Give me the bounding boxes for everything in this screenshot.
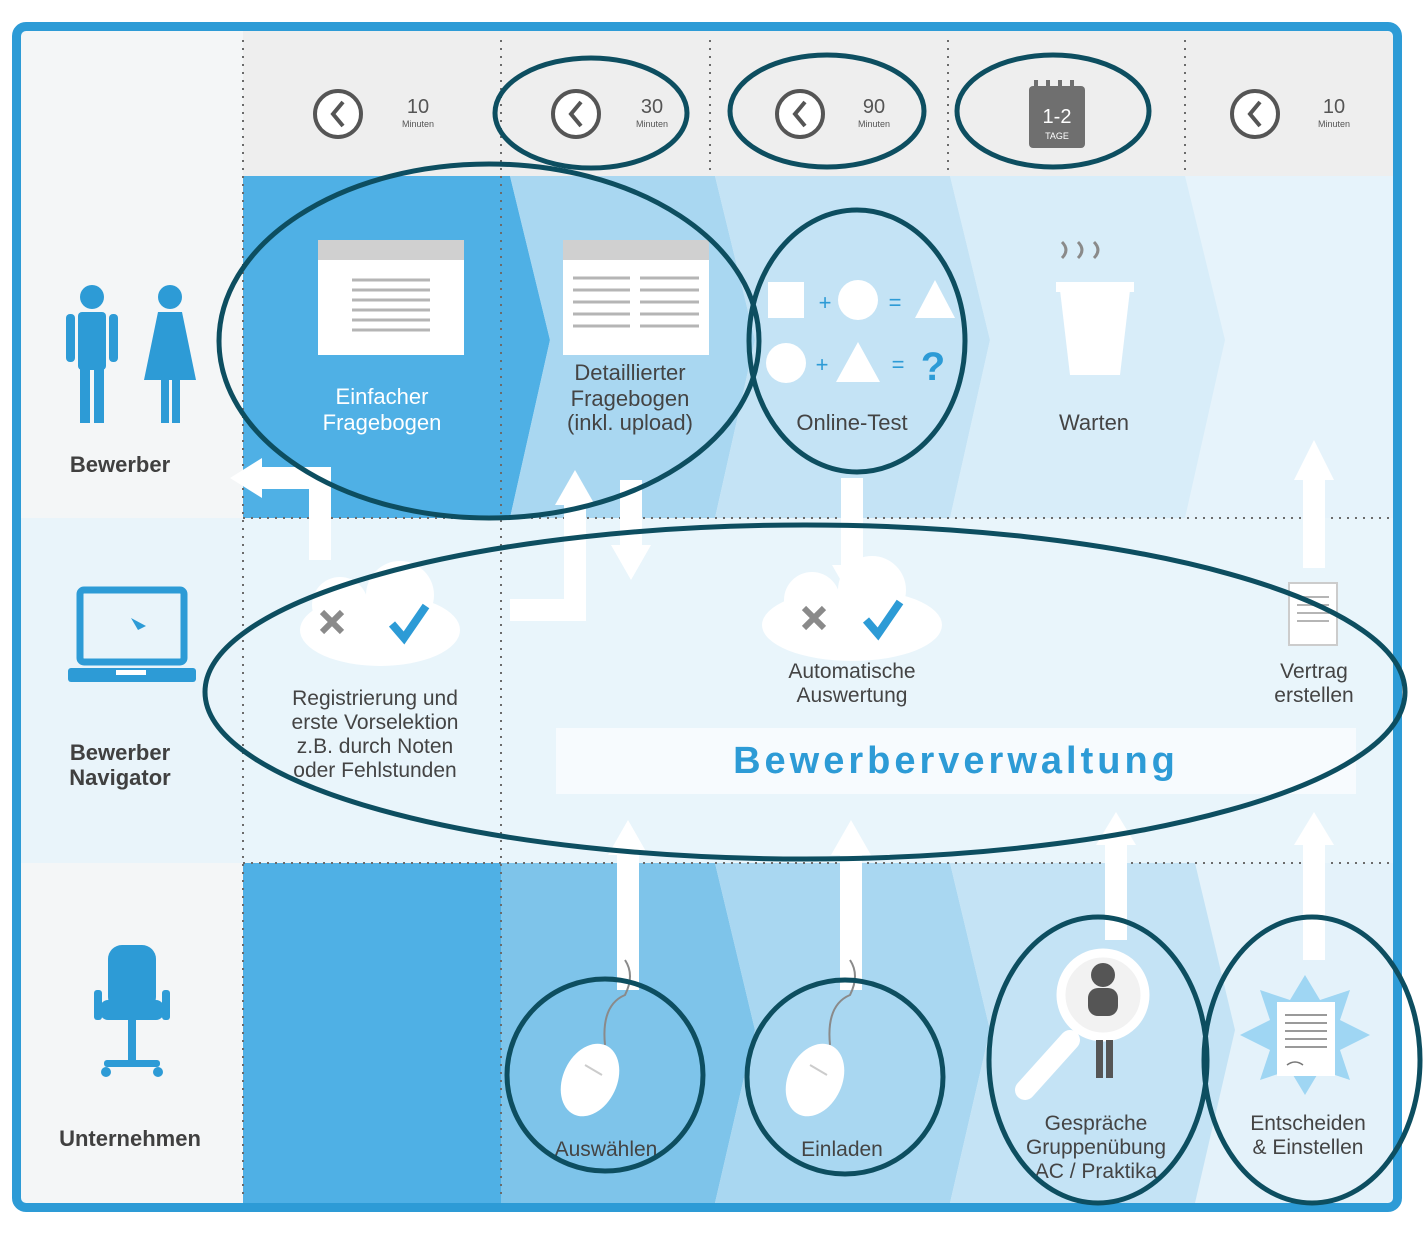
banner-bg xyxy=(556,728,1356,794)
simple-form-icon xyxy=(318,240,464,355)
navigator-role-bg xyxy=(21,518,243,863)
highlight-ellipse-online-test xyxy=(746,207,968,475)
clock-icon xyxy=(313,89,363,139)
duration-1-value: 10 xyxy=(407,96,429,118)
coffee-cup-icon xyxy=(1056,240,1134,375)
magnifier-person-icon xyxy=(1015,948,1150,1100)
duration-5: 10 Minuten xyxy=(1230,89,1350,139)
step-wait-label: Warten xyxy=(1059,410,1129,435)
highlight-ellipse-90min xyxy=(727,52,927,170)
duration-3: 90 Minuten xyxy=(775,89,890,139)
step-contract-label-2: erstellen xyxy=(1274,684,1353,707)
calendar-icon xyxy=(1029,80,1085,148)
step-auto-eval-label-1: Automatische xyxy=(788,660,915,683)
step-registration-label-1: Registrierung und xyxy=(292,687,458,710)
office-chair-icon xyxy=(94,945,170,1077)
duration-5-value: 10 xyxy=(1323,96,1345,118)
duration-4-unit: TAGE xyxy=(1045,131,1069,141)
clock-icon xyxy=(775,89,825,139)
duration-4-value: 1-2 xyxy=(1043,106,1072,128)
duration-3-unit: Minuten xyxy=(858,119,890,129)
duration-4: 1-2 TAGE xyxy=(1029,80,1085,148)
contract-document-icon xyxy=(1288,582,1338,646)
duration-2-value: 30 xyxy=(641,96,663,118)
clock-icon xyxy=(1230,89,1280,139)
duration-2: 30 Minuten xyxy=(551,89,668,139)
step-detailed-form-label-2: Fragebogen xyxy=(571,386,690,411)
cloud-icon xyxy=(300,561,460,666)
role-applicant-label: Bewerber xyxy=(70,452,171,477)
banner-title: Bewerberverwaltung xyxy=(733,740,1179,782)
step-online-test-label: Online-Test xyxy=(796,410,907,435)
clock-icon xyxy=(551,89,601,139)
applicant-step3-bg xyxy=(715,176,990,518)
detailed-form-icon xyxy=(563,240,709,355)
laptop-icon xyxy=(68,586,196,682)
duration-2-unit: Minuten xyxy=(636,119,668,129)
step-registration-label-4: oder Fehlstunden xyxy=(293,759,456,782)
step-detailed-form-label-1: Detaillierter xyxy=(574,360,685,385)
step-registration-label-2: erste Vorselektion xyxy=(292,711,459,734)
step-invite-label: Einladen xyxy=(801,1138,883,1161)
duration-3-value: 90 xyxy=(863,96,885,118)
highlight-ellipse-interviews xyxy=(986,914,1210,1206)
highlight-ellipse-navigator xyxy=(202,522,1408,862)
step-simple-form-label-2: Fragebogen xyxy=(323,410,442,435)
step-detailed-form-label-3: (inkl. upload) xyxy=(567,410,693,435)
step-contract-label-1: Vertrag xyxy=(1280,660,1348,683)
company-step3-bg xyxy=(715,863,990,1203)
svg-text:?: ? xyxy=(921,345,945,389)
highlight-ellipse-select xyxy=(504,976,706,1174)
duration-1: 10 Minuten xyxy=(313,89,434,139)
highlight-annotations xyxy=(202,52,1423,1206)
step-interviews-label-1: Gespräche xyxy=(1045,1112,1148,1135)
mouse-icon xyxy=(785,959,856,1117)
online-test-icon: + = + = ? xyxy=(766,280,955,389)
duration-5-unit: Minuten xyxy=(1318,119,1350,129)
cloud-icon xyxy=(762,556,942,661)
step-simple-form-label-1: Einfacher xyxy=(336,384,429,409)
duration-1-unit: Minuten xyxy=(402,119,434,129)
role-navigator-label-2: Navigator xyxy=(69,765,171,790)
role-company-label: Unternehmen xyxy=(59,1126,201,1151)
step-decide-label-1: Entscheiden xyxy=(1250,1112,1366,1135)
highlight-ellipse-forms xyxy=(216,161,762,521)
company-step1-bg xyxy=(243,863,501,1203)
step-select-label: Auswählen xyxy=(555,1138,658,1161)
svg-text:+: + xyxy=(816,352,829,377)
svg-text:=: = xyxy=(892,352,905,377)
step-auto-eval-label-2: Auswertung xyxy=(797,684,908,707)
mouse-icon xyxy=(560,959,631,1117)
grid-lines xyxy=(242,40,1393,1200)
step-interviews-label-2: Gruppenübung xyxy=(1026,1136,1166,1159)
role-navigator-label-1: Bewerber xyxy=(70,740,171,765)
duration-row-bg xyxy=(21,31,1393,176)
step-registration-label-3: z.B. durch Noten xyxy=(297,735,453,758)
highlight-ellipse-30min xyxy=(492,55,690,171)
highlight-ellipse-1-2-days xyxy=(954,52,1152,170)
step-interviews-label-3: AC / Praktika xyxy=(1035,1160,1158,1183)
highlight-ellipse-decide xyxy=(1201,914,1423,1206)
flow-arrows xyxy=(230,440,1334,990)
svg-text:=: = xyxy=(889,290,902,315)
step-decide-label-2: & Einstellen xyxy=(1253,1136,1364,1159)
applicant-icon xyxy=(66,285,196,423)
svg-text:+: + xyxy=(819,290,832,315)
signed-document-icon xyxy=(1240,975,1370,1095)
highlight-ellipse-invite xyxy=(744,977,946,1177)
